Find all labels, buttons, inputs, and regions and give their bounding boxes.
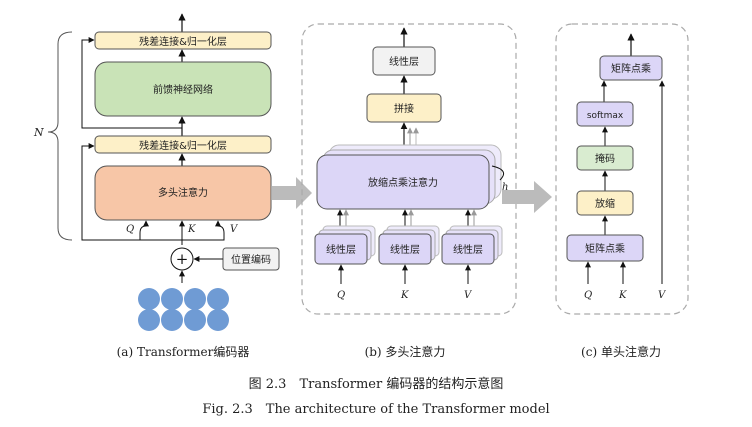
token-dot <box>161 288 183 310</box>
softmax-box: softmax <box>576 101 634 127</box>
concat-label: 拼接 <box>394 102 414 115</box>
panel-b-caption: (b) 多头注意力 <box>364 345 446 359</box>
panel-a-q: Q <box>126 224 134 235</box>
scaled-dot-attention-label: 放缩点乘注意力 <box>368 176 438 189</box>
input-token-grid <box>138 288 229 331</box>
token-dot <box>207 288 229 310</box>
mask-label: 掩码 <box>595 152 615 165</box>
top-addnorm-label: 残差连接&归一化层 <box>139 35 227 48</box>
plus-icon: + <box>176 250 189 268</box>
heads-h-label: h <box>502 182 508 193</box>
linear-v-box: 线性层 <box>441 233 495 265</box>
figure-caption-chinese: 图 2.3 Transformer 编码器的结构示意图 <box>248 377 504 392</box>
token-dot <box>161 309 183 331</box>
token-dot <box>207 309 229 331</box>
positional-encoding-box: 位置编码 <box>222 247 280 271</box>
panel-a-encoder: N 残差连接&归一化层 前馈神经网络 残差连接&归一化层 多头注意力 <box>33 13 280 331</box>
matmul-bottom-label: 矩阵点乘 <box>585 242 625 255</box>
mid-addnorm-label: 残差连接&归一化层 <box>139 139 227 152</box>
panel-c-k: K <box>618 290 627 301</box>
n-label: N <box>33 126 44 139</box>
panel-c-v: V <box>658 290 667 301</box>
top-addnorm-box: 残差连接&归一化层 <box>94 31 272 50</box>
linear-k-box: 线性层 <box>378 233 432 265</box>
linear-v-label: 线性层 <box>453 243 483 256</box>
concat-box: 拼接 <box>366 93 442 123</box>
multihead-attention-box: 多头注意力 <box>94 165 272 221</box>
ffn-box: 前馈神经网络 <box>94 61 272 117</box>
panel-a-caption: (a) Transformer编码器 <box>116 345 250 359</box>
flow-arrow-b-to-c <box>502 181 552 213</box>
linear-q-box: 线性层 <box>314 233 368 265</box>
panel-c-caption: (c) 单头注意力 <box>581 345 661 359</box>
scaled-dot-attention-box: 放缩点乘注意力 <box>316 154 490 210</box>
flow-arrow-a-to-b <box>272 177 312 209</box>
softmax-label: softmax <box>587 111 624 121</box>
token-dot <box>138 309 160 331</box>
ffn-label: 前馈神经网络 <box>153 83 213 96</box>
figure-caption-english: Fig. 2.3 The architecture of the Transfo… <box>202 402 550 417</box>
linear-top-label: 线性层 <box>389 55 419 68</box>
matmul-top-box: 矩阵点乘 <box>599 55 663 81</box>
scale-box: 放缩 <box>576 190 634 216</box>
linear-k-label: 线性层 <box>390 243 420 256</box>
panel-b-q: Q <box>337 290 345 301</box>
matmul-top-label: 矩阵点乘 <box>611 62 651 75</box>
multihead-attention-label: 多头注意力 <box>158 186 208 199</box>
panel-b-multihead: 线性层 拼接 放缩点乘注意力 h 线性层 <box>301 23 517 315</box>
panel-c-singlehead: 矩阵点乘 softmax 掩码 放缩 矩阵点乘 Q K V <box>555 23 689 315</box>
matmul-bottom-box: 矩阵点乘 <box>566 234 644 262</box>
mid-addnorm-box: 残差连接&归一化层 <box>94 135 272 154</box>
token-dot <box>184 309 206 331</box>
linear-top-box: 线性层 <box>372 46 436 76</box>
token-dot <box>138 288 160 310</box>
linear-q-label: 线性层 <box>326 243 356 256</box>
positional-encoding-label: 位置编码 <box>231 253 271 266</box>
mask-box: 掩码 <box>576 145 634 171</box>
panel-b-v: V <box>464 290 473 301</box>
add-circle <box>170 247 194 271</box>
panel-a-v: V <box>230 224 239 235</box>
panel-c-q: Q <box>584 290 592 301</box>
token-dot <box>184 288 206 310</box>
panel-a-k: K <box>187 224 196 235</box>
panel-b-k: K <box>400 290 409 301</box>
scale-label: 放缩 <box>595 197 615 210</box>
